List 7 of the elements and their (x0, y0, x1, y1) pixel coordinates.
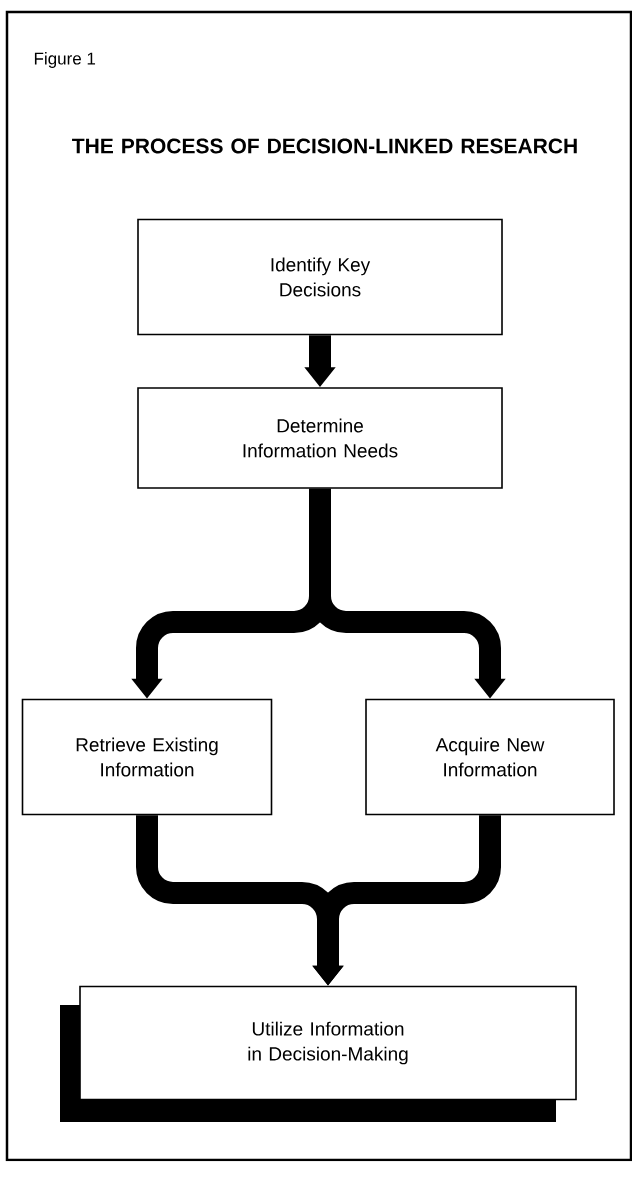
figure-label: Figure 1 (34, 52, 96, 68)
process-box: Utilize Information in Decision-Making (60, 985, 577, 1122)
process-box: Retrieve Existing Information (21, 698, 273, 816)
title: THE PROCESS OF DECISION-LINKED RESEARCH (72, 138, 577, 154)
process-box: Acquire New Information (365, 698, 615, 816)
process-box: Identify Key Decisions (137, 218, 503, 336)
process-box: Determine Information Needs (137, 387, 503, 489)
